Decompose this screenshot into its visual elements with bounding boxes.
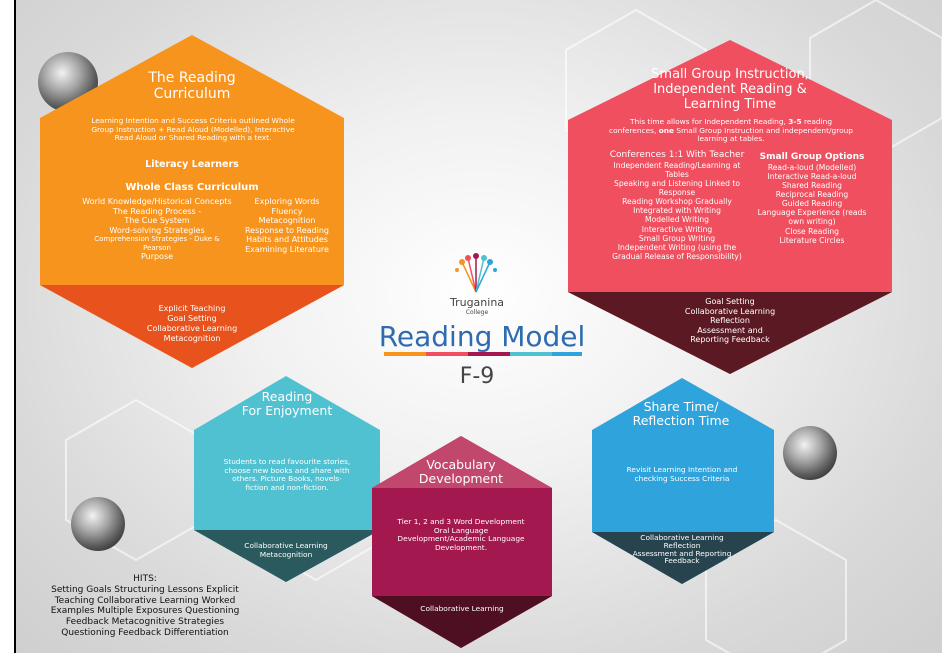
- list-item: Language Experience (reads own writing): [757, 208, 867, 227]
- vocabulary-title: Vocabulary Development: [418, 457, 504, 487]
- college-name: Truganina College: [449, 296, 505, 316]
- enjoyment-footer: Collaborative Learning Metacognition: [244, 541, 328, 559]
- list-item: Comprehension Strategies - Duke & Pearso…: [94, 235, 220, 252]
- list-item: Exploring Words: [254, 197, 320, 206]
- list-item: Examining Literature: [245, 244, 329, 254]
- share-body: Revisit Learning Intention and checking …: [626, 465, 738, 483]
- model-title: Reading Model: [378, 320, 586, 353]
- conferences-heading: Conferences 1:1 With Teacher: [609, 150, 745, 160]
- hits-line: Examples Multiple Exposures Questioning: [50, 606, 240, 617]
- list-item: The Reading Process -: [112, 206, 202, 216]
- share-footer: Collaborative Learning Reflection Assess…: [632, 533, 732, 566]
- curriculum-left-list: World Knowledge/Historical Concepts The …: [82, 197, 232, 262]
- share-title: Share Time/ Reflection Time: [632, 399, 730, 429]
- list-item: Speaking and Listening Linked to Respons…: [614, 179, 740, 198]
- list-item: Response to Reading: [244, 225, 329, 235]
- enjoyment-title: Reading For Enjoyment: [241, 389, 333, 419]
- hits-line: Feedback Metacognitive Strategies: [65, 617, 225, 628]
- hits-line: Questioning Feedback Differentiation: [61, 627, 229, 638]
- list-item: Modelled Writing: [645, 215, 709, 225]
- list-item: Guided Reading: [781, 199, 843, 209]
- list-item: Word-solving Strategies: [109, 225, 205, 235]
- list-item: Close Reading: [785, 226, 839, 236]
- list-item: Independent Reading/Learning at Tables: [613, 160, 741, 179]
- curriculum-title: The Reading Curriculum: [148, 70, 236, 103]
- hits-title: HITS:: [133, 574, 157, 584]
- list-item: The Cue System: [124, 216, 190, 226]
- enjoyment-body: Students to read favourite stories, choo…: [223, 457, 351, 492]
- sphere-decoration: [783, 426, 837, 480]
- list-item: Fluency: [271, 206, 303, 216]
- list-item: Habits and Attitudes: [246, 235, 328, 245]
- whole-class-heading: Whole Class Curriculum: [125, 182, 259, 193]
- small-group-options-list: Small Group Options Read-a-loud (Modelle…: [752, 152, 872, 245]
- list-item: Reading Workshop Gradually Integrated wi…: [622, 197, 732, 216]
- vocabulary-body: Tier 1, 2 and 3 Word Development Oral La…: [397, 517, 525, 552]
- curriculum-footer: Explicit Teaching Goal Setting Collabora…: [146, 304, 238, 343]
- hits-block: HITS: Setting Goals Structuring Lessons …: [50, 574, 240, 639]
- small-group-intro: This time allows for Independent Reading…: [609, 117, 853, 144]
- poster: The Reading Curriculum Learning Intentio…: [14, 0, 942, 653]
- hexagon-vocabulary: [372, 436, 552, 648]
- curriculum-right-list: Exploring Words Fluency Metacognition Re…: [232, 197, 342, 255]
- hits-line: Setting Goals Structuring Lessons Explic…: [51, 584, 239, 595]
- list-item: Shared Reading: [782, 181, 842, 191]
- grade-range: F-9: [459, 364, 495, 389]
- options-heading: Small Group Options: [759, 152, 865, 162]
- list-item: World Knowledge/Historical Concepts: [82, 197, 232, 206]
- list-item: Purpose: [140, 252, 174, 262]
- sphere-decoration: [71, 497, 125, 551]
- hexagon-small-group: [568, 40, 892, 374]
- literacy-learners-heading: Literacy Learners: [145, 159, 239, 170]
- list-item: Read-a-loud (Modelled): [767, 162, 857, 172]
- hexagon-reading-curriculum: [40, 35, 344, 368]
- small-group-footer: Goal Setting Collaborative Learning Refl…: [684, 297, 776, 345]
- list-item: Literature Circles: [779, 235, 845, 245]
- hexagon-layer: [38, 0, 942, 653]
- list-item: Reciprocal Reading: [775, 190, 849, 200]
- hexagon-reading-enjoyment: [194, 376, 380, 582]
- list-item: Metacognition: [258, 216, 316, 226]
- conferences-list: Conferences 1:1 With Teacher Independent…: [602, 150, 752, 261]
- college-logo-mark: [455, 253, 497, 293]
- list-item: Independent Writing (using the Gradual R…: [612, 242, 742, 261]
- vocabulary-footer: Collaborative Learning: [420, 604, 504, 613]
- colour-underline: [384, 352, 582, 356]
- curriculum-intro: Learning Intention and Success Criteria …: [91, 116, 295, 143]
- small-group-title: Small Group Instruction, Independent Rea…: [651, 67, 809, 112]
- hits-line: Teaching Collaborative Learning Worked: [54, 595, 236, 606]
- list-item: Small Group Writing: [638, 233, 716, 243]
- hexagon-share-time: [592, 378, 774, 584]
- list-item: Interactive Read-a-loud: [767, 171, 857, 181]
- list-item: Interactive Writing: [641, 224, 713, 234]
